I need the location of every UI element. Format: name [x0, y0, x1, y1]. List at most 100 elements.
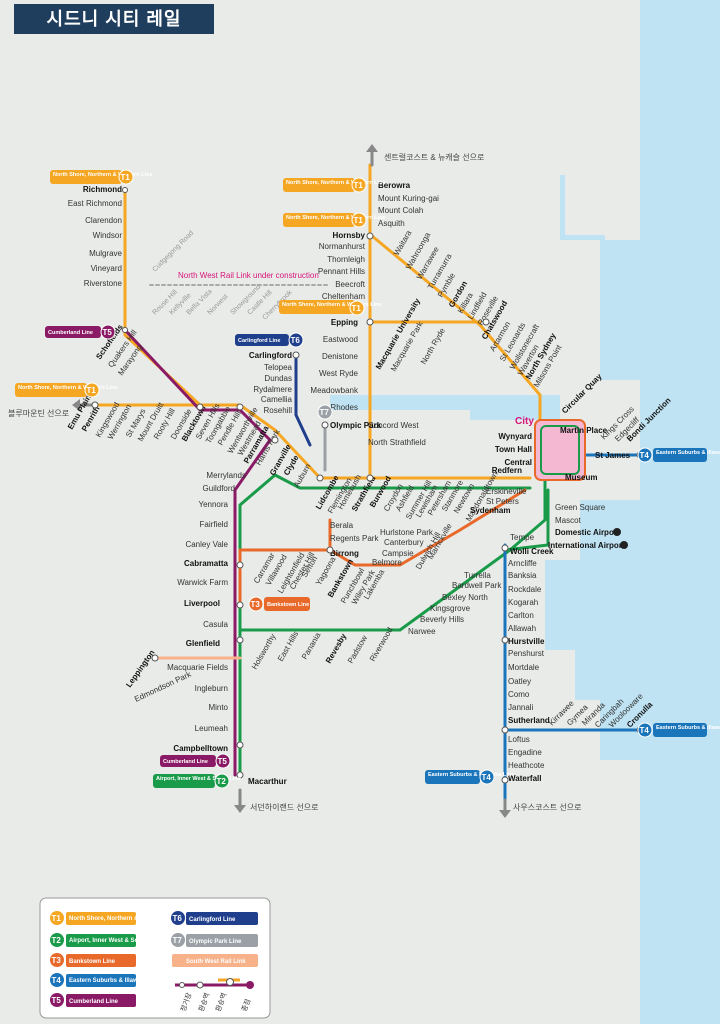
macquarie-labels: Macquarie University Macquarie Park Nort…	[374, 296, 447, 373]
svg-text:North Shore, Northern & Wester: North Shore, Northern & Western Line	[53, 172, 153, 178]
tag-t5-schofields: Cumberland Line T5	[45, 324, 116, 340]
svg-text:Jannali: Jannali	[508, 703, 534, 712]
svg-text:Pennant Hills: Pennant Hills	[318, 267, 365, 276]
svg-text:T1: T1	[121, 173, 131, 182]
svg-text:Minto: Minto	[208, 703, 228, 712]
tag-t5-campbelltown: Cumberland Line T5	[160, 753, 231, 769]
legend-t7: T7 Olympic Park Line	[171, 933, 258, 947]
legend-t1: T1 North Shore, Northern & Western Line	[50, 911, 178, 925]
tag-t1-berowra: North Shore, Northern & Western Line T1	[283, 177, 386, 193]
svg-text:Town Hall: Town Hall	[495, 445, 532, 454]
svg-text:Eastern Suburbs & Illawarra Li: Eastern Suburbs & Illawarra Line	[656, 725, 720, 731]
svg-text:Birrong: Birrong	[330, 549, 359, 558]
svg-text:Epping: Epping	[331, 318, 358, 327]
legend-t5: T5 Cumberland Line	[50, 993, 136, 1007]
svg-text:T4: T4	[640, 451, 650, 460]
map-title: 시드니 시티 레일	[14, 4, 214, 34]
svg-text:Canterbury: Canterbury	[384, 538, 424, 547]
svg-text:Cumberland Line: Cumberland Line	[48, 330, 93, 336]
svg-text:Eastern Suburbs & Illawarra Li: Eastern Suburbs & Illawarra Line	[69, 978, 164, 984]
svg-text:Hornsby: Hornsby	[333, 231, 366, 240]
svg-text:Kingsgrove: Kingsgrove	[430, 604, 471, 613]
svg-text:T1: T1	[87, 386, 97, 395]
svg-text:T5: T5	[103, 328, 113, 337]
tag-t6: Carlingford Line T6	[235, 332, 304, 348]
svg-text:T3: T3	[52, 956, 62, 965]
svg-text:Mount Colah: Mount Colah	[378, 206, 423, 215]
svg-text:Penshurst: Penshurst	[508, 649, 545, 658]
northern-line-labels: Berowra Mount Kuring-gai Mount Colah Asq…	[378, 181, 439, 228]
svg-text:T4: T4	[482, 773, 492, 782]
tag-t1-hornsby: North Shore, Northern & Western Line T1	[283, 212, 386, 228]
svg-text:Telopea: Telopea	[264, 363, 293, 372]
dir-west: 블루마운틴 선으로	[8, 408, 69, 418]
svg-text:Kogarah: Kogarah	[508, 598, 538, 607]
svg-text:Carlingford Line: Carlingford Line	[189, 917, 236, 923]
north-shore-labels: Waitara Wahroonga Warrawee Turramurra Py…	[392, 228, 564, 389]
svg-text:T6: T6	[173, 914, 183, 923]
svg-text:Domestic Airport: Domestic Airport	[555, 528, 620, 537]
svg-text:St James: St James	[595, 451, 631, 460]
dir-north: 센트럴코스트 & 뉴캐슬 선으로	[384, 152, 484, 162]
svg-text:Windsor: Windsor	[93, 231, 123, 240]
svg-text:Redfern: Redfern	[492, 466, 522, 475]
svg-text:T1: T1	[354, 216, 364, 225]
svg-text:Concord West: Concord West	[368, 421, 419, 430]
airport-icons	[613, 528, 628, 549]
arrow-sw-head	[234, 805, 246, 813]
svg-text:Como: Como	[508, 690, 530, 699]
arrow-north-head	[366, 144, 378, 152]
svg-text:Heathcote: Heathcote	[508, 761, 545, 770]
epping-line-labels: Hornsby Normanhurst Thornleigh Pennant H…	[310, 231, 365, 412]
svg-text:International Airport: International Airport	[548, 541, 625, 550]
svg-text:Canley Vale: Canley Vale	[185, 540, 228, 549]
svg-text:T5: T5	[52, 996, 62, 1005]
svg-text:Beverly Hills: Beverly Hills	[420, 615, 464, 624]
svg-text:T4: T4	[640, 726, 650, 735]
tag-t4-cronulla: T4 Eastern Suburbs & Illawarra Line	[637, 722, 720, 738]
arrow-west-head	[72, 399, 80, 411]
svg-text:Fairfield: Fairfield	[200, 520, 228, 529]
svg-text:Narwee: Narwee	[408, 627, 436, 636]
svg-text:Cumberland Line: Cumberland Line	[69, 999, 119, 1005]
svg-text:North Shore, Northern & Wester: North Shore, Northern & Western Line	[69, 916, 178, 922]
svg-text:Panania: Panania	[300, 631, 323, 661]
svg-text:East Hills: East Hills	[276, 630, 300, 663]
svg-text:Riverstone: Riverstone	[84, 279, 123, 288]
svg-text:T2: T2	[217, 777, 227, 786]
svg-text:Leumeah: Leumeah	[195, 724, 228, 733]
svg-text:Belmore: Belmore	[372, 558, 402, 567]
olympic-park-label: Olympic Park	[330, 421, 382, 430]
line-t6	[294, 353, 312, 447]
svg-text:Sydenham: Sydenham	[470, 506, 510, 515]
macarthur-label: Macarthur	[248, 777, 287, 786]
svg-text:North Shore, Northern & Wester: North Shore, Northern & Western Line	[286, 215, 386, 221]
svg-text:Mortdale: Mortdale	[508, 663, 540, 672]
tag-t1-richmond: North Shore, Northern & Western Line T1	[50, 169, 153, 185]
svg-text:North Ryde: North Ryde	[419, 326, 447, 366]
svg-text:Cudgegong Road: Cudgegong Road	[151, 230, 195, 274]
svg-text:Eastwood: Eastwood	[323, 335, 358, 344]
svg-text:T1: T1	[352, 304, 362, 313]
svg-text:Glenfield: Glenfield	[186, 639, 220, 648]
legend: T1 North Shore, Northern & Western Line …	[39, 897, 271, 1019]
city-circle	[534, 419, 586, 481]
tag-t1-epping: North Shore, Northern & Western Line T1	[279, 300, 382, 316]
arrow-south-head	[499, 810, 511, 818]
svg-text:Cumberland Line: Cumberland Line	[163, 759, 208, 765]
tag-t7: T7	[317, 404, 333, 420]
svg-text:Revesby: Revesby	[324, 632, 349, 665]
svg-text:North Shore, Northern & Wester: North Shore, Northern & Western Line	[282, 302, 382, 308]
svg-text:Padstow: Padstow	[346, 634, 369, 665]
svg-text:T7: T7	[173, 936, 183, 945]
svg-text:Arncliffe: Arncliffe	[508, 559, 537, 568]
airport-icon	[620, 541, 628, 549]
svg-text:T7: T7	[320, 408, 330, 417]
line-t2-airport2	[503, 488, 550, 552]
svg-text:T1: T1	[354, 181, 364, 190]
svg-text:T3: T3	[251, 600, 261, 609]
svg-text:Dundas: Dundas	[264, 374, 292, 383]
svg-text:St Peters: St Peters	[486, 497, 519, 506]
svg-text:Carlingford: Carlingford	[249, 351, 292, 360]
